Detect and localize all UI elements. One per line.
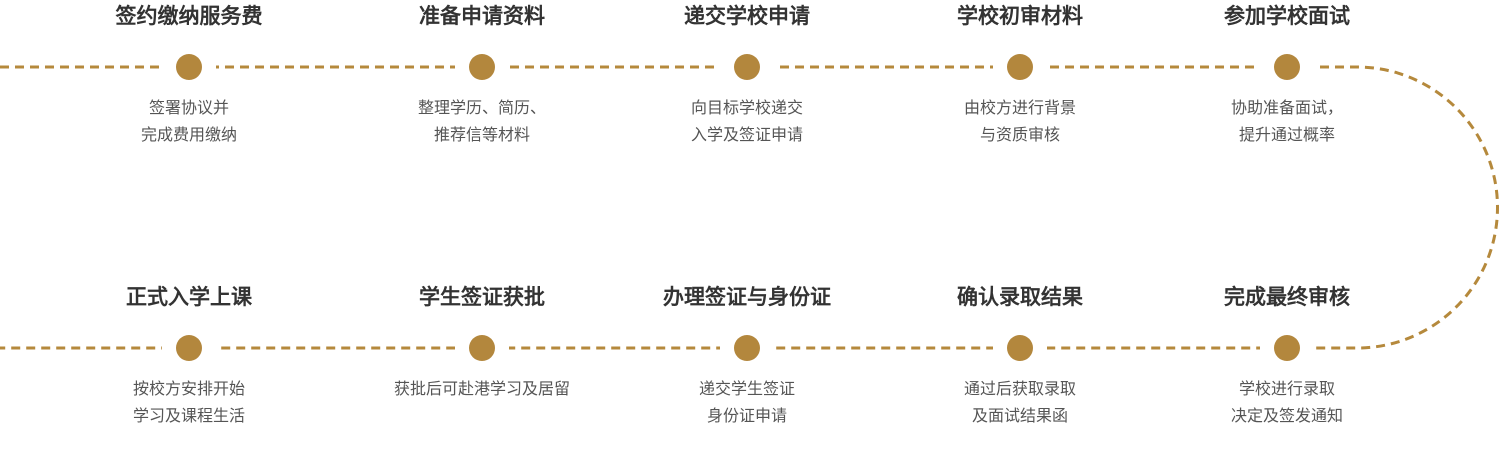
step-description: 整理学历、简历、 推荐信等材料 — [352, 94, 612, 148]
step-title: 学校初审材料 — [957, 4, 1083, 28]
step-title: 递交学校申请 — [684, 4, 810, 28]
step-description-line: 学校进行录取 — [1238, 379, 1335, 398]
step-description-line: 按校方安排开始 — [132, 379, 245, 398]
step-description-line: 递交学生签证 — [698, 379, 795, 398]
step-description-line: 推荐信等材料 — [433, 125, 530, 144]
step-dot — [176, 335, 202, 361]
step-description-line: 协助准备面试， — [1230, 98, 1343, 117]
step-description-line: 完成费用缴纳 — [140, 125, 237, 144]
step: 完成最终审核 学校进行录取 决定及签发通知 — [1157, 282, 1417, 429]
step-title: 准备申请资料 — [419, 4, 545, 28]
step: 学生签证获批 获批后可赴港学习及居留 — [352, 282, 612, 429]
step-description-line: 与资质审核 — [979, 125, 1060, 144]
step-dot — [1007, 54, 1033, 80]
step-description: 向目标学校递交 入学及签证申请 — [617, 94, 877, 148]
step-description-line: 身份证申请 — [706, 406, 787, 425]
step-dot — [176, 54, 202, 80]
step: 递交学校申请 向目标学校递交 入学及签证申请 — [617, 1, 877, 148]
step-dot — [734, 54, 760, 80]
step-dot — [469, 335, 495, 361]
timeline-dashed-line — [0, 65, 1499, 350]
step-title: 学生签证获批 — [419, 285, 545, 309]
step-description-line: 提升通过概率 — [1238, 125, 1335, 144]
step-description-line — [352, 402, 612, 429]
step: 确认录取结果 通过后获取录取 及面试结果函 — [890, 282, 1150, 429]
step: 签约缴纳服务费 签署协议并 完成费用缴纳 — [59, 1, 319, 148]
step-description-line: 决定及签发通知 — [1230, 406, 1343, 425]
step-description-line: 入学及签证申请 — [690, 125, 803, 144]
step-description-line: 向目标学校递交 — [690, 98, 803, 117]
step-description-line: 由校方进行背景 — [963, 98, 1076, 117]
step: 办理签证与身份证 递交学生签证 身份证申请 — [617, 282, 877, 429]
step-dot — [734, 335, 760, 361]
step-title: 正式入学上课 — [126, 285, 252, 309]
step-title: 签约缴纳服务费 — [115, 4, 263, 28]
step-description-line: 及面试结果函 — [971, 406, 1068, 425]
step-description-line: 签署协议并 — [148, 98, 229, 117]
step-description: 签署协议并 完成费用缴纳 — [59, 94, 319, 148]
step-title: 办理签证与身份证 — [663, 285, 831, 309]
step-title: 参加学校面试 — [1224, 4, 1350, 28]
step-description: 学校进行录取 决定及签发通知 — [1157, 375, 1417, 429]
step: 准备申请资料 整理学历、简历、 推荐信等材料 — [352, 1, 612, 148]
step-title: 完成最终审核 — [1224, 285, 1350, 309]
step-description: 递交学生签证 身份证申请 — [617, 375, 877, 429]
step-title: 确认录取结果 — [957, 285, 1083, 309]
step-dot — [1274, 54, 1300, 80]
step-description-line: 获批后可赴港学习及居留 — [393, 379, 570, 398]
step: 正式入学上课 按校方安排开始 学习及课程生活 — [59, 282, 319, 429]
step-dot — [469, 54, 495, 80]
step-description-line: 学习及课程生活 — [132, 406, 245, 425]
step: 学校初审材料 由校方进行背景 与资质审核 — [890, 1, 1150, 148]
step-description: 通过后获取录取 及面试结果函 — [890, 375, 1150, 429]
step-dot — [1274, 335, 1300, 361]
step-description: 协助准备面试， 提升通过概率 — [1157, 94, 1417, 148]
step-description-line: 整理学历、简历、 — [417, 98, 546, 117]
step-dot — [1007, 335, 1033, 361]
step-description: 按校方安排开始 学习及课程生活 — [59, 375, 319, 429]
step-description: 由校方进行背景 与资质审核 — [890, 94, 1150, 148]
step-description-line: 通过后获取录取 — [963, 379, 1076, 398]
step: 参加学校面试 协助准备面试， 提升通过概率 — [1157, 1, 1417, 148]
step-description: 获批后可赴港学习及居留 — [352, 375, 612, 429]
